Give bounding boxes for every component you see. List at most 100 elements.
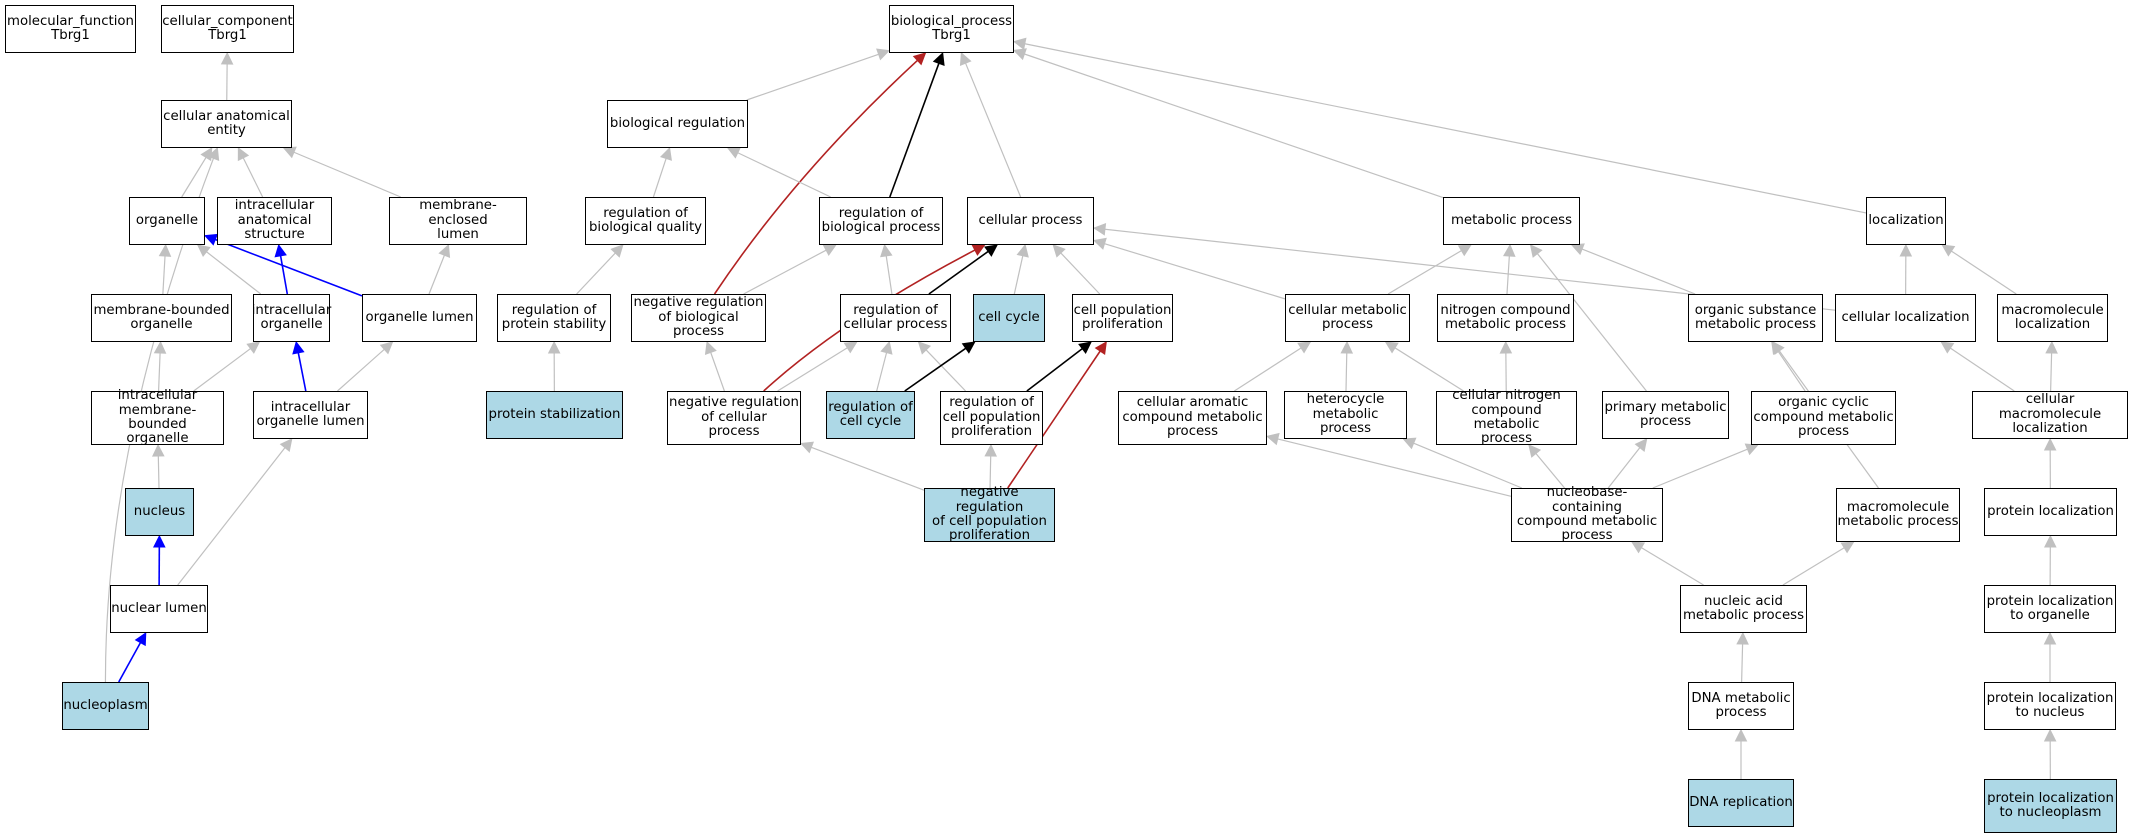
go-term-node-cpp[interactable]: cell population proliferation bbox=[1072, 294, 1173, 342]
go-term-node-cmp[interactable]: cellular metabolic process bbox=[1285, 294, 1410, 342]
edge-arrowhead-pmp-to-mp bbox=[1529, 244, 1543, 258]
go-term-node-rbp[interactable]: regulation of biological process bbox=[819, 197, 943, 245]
go-term-node-hmp[interactable]: heterocycle metabolic process bbox=[1284, 391, 1407, 439]
go-term-node-cml[interactable]: cellular macromolecule localization bbox=[1972, 391, 2128, 439]
edge-nbccmp-to-hmp bbox=[1413, 442, 1523, 489]
go-term-node-ias[interactable]: intracellular anatomical structure bbox=[217, 197, 332, 245]
go-term-node-iol[interactable]: intracellular organelle lumen bbox=[253, 391, 368, 439]
go-term-node-nrcpp[interactable]: negative regulation of cell population p… bbox=[924, 486, 1055, 543]
edge-arrowhead-cmp-to-cp bbox=[1092, 237, 1107, 250]
edge-nrcpp-to-rcpp bbox=[989, 455, 992, 489]
edge-io-to-org bbox=[206, 251, 262, 295]
go-term-node-plo[interactable]: protein localization to organelle bbox=[1984, 585, 2116, 633]
edge-nuc-to-imbo bbox=[157, 455, 160, 489]
edge-mbo-to-org bbox=[162, 255, 166, 295]
edge-arrowhead-ol-to-org bbox=[203, 233, 218, 246]
edge-arrowhead-cncmp-to-ncmp bbox=[1499, 340, 1513, 354]
go-term-node-pln2[interactable]: protein localization to nucleoplasm bbox=[1984, 779, 2117, 833]
edge-cmp-to-mp bbox=[1387, 250, 1462, 295]
edge-io-to-ias bbox=[279, 255, 289, 295]
edge-nbccmp-to-cacmp bbox=[1277, 438, 1512, 497]
go-term-node-np[interactable]: nucleoplasm bbox=[62, 682, 149, 730]
go-term-node-pln[interactable]: protein localization to nucleus bbox=[1984, 682, 2116, 730]
edge-nrbp-to-bp bbox=[713, 59, 918, 295]
go-term-node-rps[interactable]: regulation of protein stability bbox=[497, 294, 611, 342]
go-term-node-occmp[interactable]: organic cyclic compound metabolic proces… bbox=[1751, 391, 1896, 445]
go-term-node-cacmp[interactable]: cellular aromatic compound metabolic pro… bbox=[1118, 391, 1267, 445]
go-term-node-dmp[interactable]: DNA metabolic process bbox=[1688, 682, 1794, 730]
edge-rbq-to-breg bbox=[652, 158, 667, 198]
go-term-node-cp[interactable]: cellular process bbox=[967, 197, 1094, 245]
go-term-node-rcpp[interactable]: regulation of cell population proliferat… bbox=[940, 391, 1043, 445]
edge-arrowhead-namp-to-mmp bbox=[1840, 541, 1855, 554]
go-term-node-loc[interactable]: localization bbox=[1866, 197, 1946, 245]
edge-arrowhead-osmp-to-mp bbox=[1570, 243, 1585, 256]
edge-arrowhead-mel-to-cae bbox=[282, 146, 297, 159]
edge-nrcpp-to-nrcp bbox=[811, 446, 925, 491]
edge-occmp-to-osmp bbox=[1777, 350, 1806, 392]
go-term-node-nuc[interactable]: nucleus bbox=[125, 488, 194, 536]
go-term-node-mel[interactable]: membrane-enclosed lumen bbox=[389, 197, 527, 245]
edge-arrowhead-cml-to-cl bbox=[1940, 341, 1955, 354]
go-term-node-ncmp[interactable]: nitrogen compound metabolic process bbox=[1437, 294, 1574, 342]
edge-arrowhead-mbo-to-org bbox=[158, 243, 172, 257]
go-term-node-ps[interactable]: protein stabilization bbox=[486, 391, 623, 439]
edge-cml-to-ml bbox=[2050, 352, 2053, 392]
edge-arrowhead-hmp-to-cmp bbox=[1340, 340, 1354, 354]
go-term-node-namp[interactable]: nucleic acid metabolic process bbox=[1680, 585, 1807, 633]
edge-arrowhead-nrcpp-to-rcpp bbox=[984, 443, 998, 457]
edge-arrowhead-nrcpp-to-cpp bbox=[1094, 341, 1107, 356]
go-term-node-rbq[interactable]: regulation of biological quality bbox=[585, 197, 706, 245]
go-term-node-cc2[interactable]: cell cycle bbox=[973, 294, 1045, 342]
edge-ias-to-cae bbox=[242, 157, 264, 198]
edge-ml-to-loc bbox=[1951, 250, 2017, 295]
edge-rcpp-to-cpp bbox=[1026, 348, 1083, 392]
go-term-node-mp[interactable]: metabolic process bbox=[1443, 197, 1580, 245]
go-term-node-nbccmp[interactable]: nucleobase-containing compound metabolic… bbox=[1511, 486, 1663, 543]
edge-mel-to-cae bbox=[293, 151, 401, 198]
go-term-node-dr[interactable]: DNA replication bbox=[1688, 779, 1794, 827]
go-term-node-imbo[interactable]: intracellular membrane-bounded organelle bbox=[91, 389, 224, 446]
go-term-node-rcc[interactable]: regulation of cell cycle bbox=[826, 391, 915, 439]
edge-arrowhead-cp-to-bp bbox=[959, 51, 972, 67]
go-term-node-mf[interactable]: molecular_function Tbrg1 bbox=[5, 5, 136, 53]
go-term-node-pl[interactable]: protein localization bbox=[1984, 488, 2117, 536]
go-term-node-nrcp[interactable]: negative regulation of cellular process bbox=[667, 391, 801, 445]
go-term-node-bp[interactable]: biological_process Tbrg1 bbox=[889, 5, 1014, 53]
go-term-node-cae[interactable]: cellular anatomical entity bbox=[161, 100, 292, 148]
edge-arrowhead-nbccmp-to-pmp bbox=[1634, 438, 1648, 452]
edge-arrowhead-rcp-to-rbp bbox=[880, 243, 893, 258]
edge-nrbp-to-rbp bbox=[743, 249, 827, 295]
edge-namp-to-nbccmp bbox=[1641, 547, 1704, 586]
go-term-node-ol[interactable]: organelle lumen bbox=[362, 294, 477, 342]
edge-arrowhead-ncmp-to-mp bbox=[1503, 243, 1516, 257]
go-term-node-nrbp[interactable]: negative regulation of biological proces… bbox=[631, 294, 766, 342]
go-term-node-cc[interactable]: cellular_component Tbrg1 bbox=[161, 5, 294, 53]
edge-nl-to-iol bbox=[177, 447, 286, 586]
go-term-node-cl[interactable]: cellular localization bbox=[1835, 294, 1976, 342]
edge-rcc-to-rcp bbox=[876, 352, 888, 392]
go-term-node-mbo[interactable]: membrane-bounded organelle bbox=[91, 294, 232, 342]
go-term-node-io[interactable]: intracellular organelle bbox=[252, 294, 331, 342]
go-term-node-pmp[interactable]: primary metabolic process bbox=[1602, 391, 1729, 439]
go-term-node-mmp[interactable]: macromolecule metabolic process bbox=[1836, 488, 1960, 542]
edge-arrowhead-rcc-to-rcp bbox=[880, 340, 893, 355]
go-term-node-rcp[interactable]: regulation of cellular process bbox=[840, 294, 951, 342]
go-term-node-nl[interactable]: nuclear lumen bbox=[110, 585, 208, 633]
edge-cp-to-bp bbox=[965, 62, 1022, 198]
go-term-node-ml[interactable]: macromolecule localization bbox=[1997, 294, 2108, 342]
edge-dmp-to-namp bbox=[1741, 643, 1744, 683]
edge-pmp-to-mp bbox=[1536, 253, 1647, 392]
edge-imbo-to-io bbox=[193, 348, 251, 392]
go-term-node-breg[interactable]: biological regulation bbox=[607, 100, 748, 148]
go-term-node-cncmp[interactable]: cellular nitrogen compound metabolic pro… bbox=[1436, 389, 1577, 446]
edge-cc2-to-cp bbox=[1013, 255, 1024, 295]
go-term-node-osmp[interactable]: organic substance metabolic process bbox=[1688, 294, 1823, 342]
edge-rcp-to-rbp bbox=[885, 255, 893, 295]
edge-arrowhead-ps-to-rps bbox=[547, 340, 561, 354]
edge-arrowhead-imbo-to-io bbox=[246, 341, 261, 354]
edge-hmp-to-cmp bbox=[1345, 352, 1348, 392]
go-term-node-org[interactable]: organelle bbox=[129, 197, 205, 245]
edge-arrowhead-nrbp-to-bp bbox=[912, 52, 927, 66]
